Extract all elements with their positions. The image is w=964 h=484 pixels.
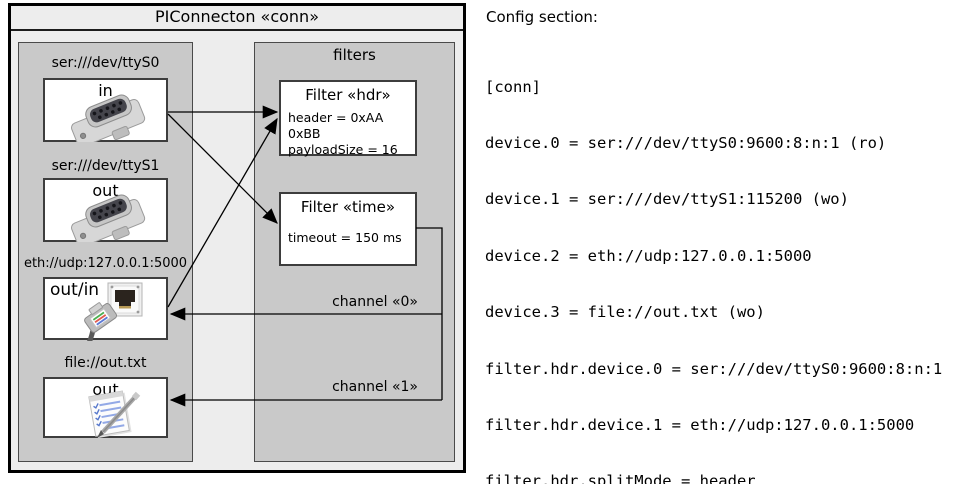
config-line: filter.hdr.splitMode = header — [485, 472, 756, 484]
device-label-ttys1: ser:///dev/ttyS1 — [51, 158, 160, 174]
device-port-label: out — [92, 181, 119, 200]
config-line: filter.hdr.device.1 = eth://udp:127.0.0.… — [485, 415, 915, 434]
ethernet-plug-icon — [71, 299, 133, 348]
filters-panel-title: filters — [333, 46, 376, 64]
config-line: device.1 = ser:///dev/ttyS1:115200 (wo) — [485, 190, 849, 209]
device-box-ttys1: out — [43, 178, 168, 248]
device-port-label: in — [98, 81, 113, 100]
filter-property: header = 0xAA 0xBB — [288, 110, 384, 141]
config-section-heading: Config section: — [486, 8, 598, 26]
device-label-eth: eth://udp:127.0.0.1:5000 — [23, 256, 188, 271]
config-line: device.0 = ser:///dev/ttyS0:9600:8:n:1 (… — [485, 133, 887, 152]
device-box-file: out — [43, 377, 168, 438]
filter-title: Filter «time» — [300, 198, 396, 216]
device-port-label: out/in — [50, 280, 100, 300]
config-line: device.2 = eth://udp:127.0.0.1:5000 — [485, 246, 812, 265]
serial-connector-icon — [63, 90, 155, 148]
channel-0-label: channel «0» — [332, 294, 418, 310]
title-divider — [11, 29, 463, 31]
diagram-title: PIConnecton «conn» — [155, 7, 319, 26]
device-label-ttys0: ser:///dev/ttyS0 — [51, 55, 160, 71]
notepad-icon — [81, 386, 145, 444]
filter-property: timeout = 150 ms — [288, 230, 402, 245]
filter-property: payloadSize = 16 — [288, 142, 398, 157]
device-box-ttys0: in — [43, 78, 168, 148]
config-line: device.3 = file://out.txt (wo) — [485, 303, 765, 322]
config-line: [conn] — [485, 77, 541, 96]
filter-title: Filter «hdr» — [305, 86, 391, 104]
filter-box-time: Filter «time» timeout = 150 ms — [279, 192, 417, 266]
config-listing: [conn] device.0 = ser:///dev/ttyS0:9600:… — [485, 40, 952, 484]
filter-box-hdr: Filter «hdr» header = 0xAA 0xBB payloadS… — [279, 80, 417, 157]
channel-1-label: channel «1» — [332, 379, 418, 395]
config-line: filter.hdr.device.0 = ser:///dev/ttyS0:9… — [485, 359, 943, 378]
device-box-eth: out/in — [43, 277, 168, 348]
serial-connector-icon — [63, 190, 155, 248]
device-label-file: file://out.txt — [64, 355, 147, 371]
